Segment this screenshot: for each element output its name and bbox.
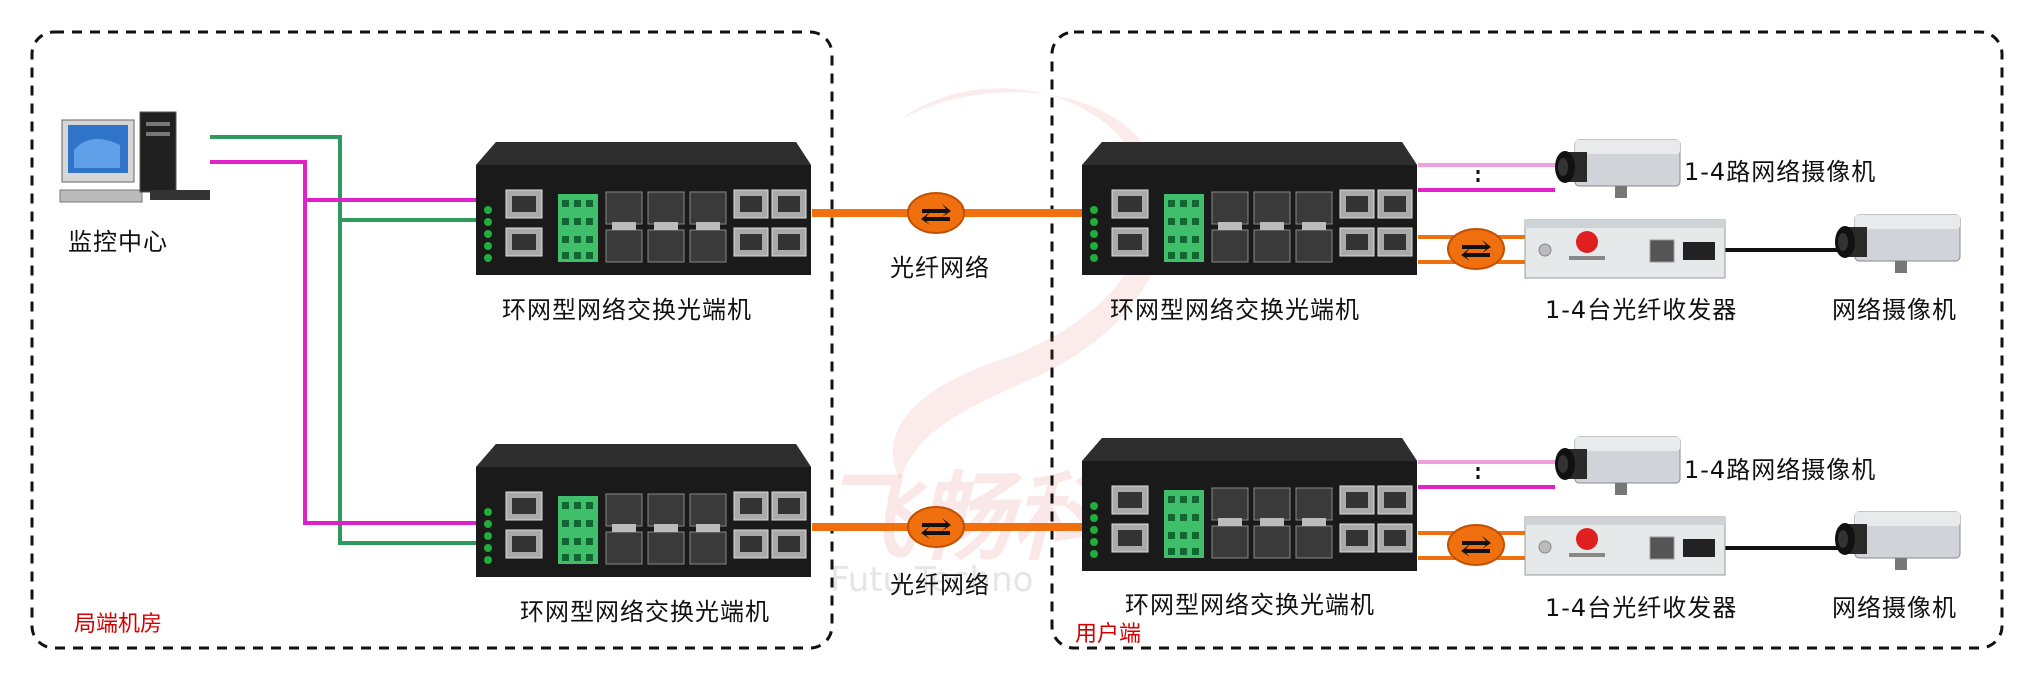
fiber-icon-user-bottom xyxy=(1447,524,1505,566)
fiber-icon-user-top xyxy=(1447,228,1505,270)
camera-multi-top xyxy=(1554,139,1681,199)
camera-end-bottom-label: 网络摄像机 xyxy=(1832,594,1957,622)
local-switch-bottom-label: 环网型网络交换光端机 xyxy=(520,598,770,626)
local-switch-top-label: 环网型网络交换光端机 xyxy=(502,296,752,324)
camera-end-top-label: 网络摄像机 xyxy=(1832,296,1957,324)
local-cabling xyxy=(210,135,478,545)
logo-watermark xyxy=(892,88,1166,481)
transceiver-top-label: 1-4台光纤收发器 xyxy=(1545,296,1738,324)
camera-end-bottom xyxy=(1834,511,1961,571)
fiber-network-bottom-label: 光纤网络 xyxy=(890,571,990,599)
transceiver-top xyxy=(1524,219,1726,279)
user-switch-bottom-label: 环网型网络交换光端机 xyxy=(1125,591,1375,619)
fiber-network-icon-bottom xyxy=(907,506,965,548)
watermark-cn: 飞畅科 xyxy=(820,461,1108,574)
camera-multi-bottom xyxy=(1554,436,1681,496)
local-zone-border xyxy=(30,30,834,650)
fiber-network-icon-top xyxy=(907,192,965,234)
user-switch-top xyxy=(1081,141,1418,276)
user-switch-top-label: 环网型网络交换光端机 xyxy=(1110,296,1360,324)
local-switch-bottom xyxy=(475,443,812,578)
camera-end-top xyxy=(1834,214,1961,274)
local-zone-label: 局端机房 xyxy=(74,612,163,637)
fiber-network-top-label: 光纤网络 xyxy=(890,254,990,282)
monitor-center-label: 监控中心 xyxy=(68,228,168,256)
transceiver-bottom-label: 1-4台光纤收发器 xyxy=(1545,594,1738,622)
local-switch-top xyxy=(475,141,812,276)
user-zone-label: 用户端 xyxy=(1075,622,1142,647)
watermark-en: Futu Techno xyxy=(830,560,1034,600)
transceiver-bottom xyxy=(1524,516,1726,576)
camera-multi-bottom-label: 1-4路网络摄像机 xyxy=(1684,456,1877,484)
camera-multi-top-label: 1-4路网络摄像机 xyxy=(1684,158,1877,186)
monitor-center-computer xyxy=(59,111,210,203)
user-zone-border xyxy=(1050,30,2004,650)
user-switch-bottom xyxy=(1081,437,1418,572)
